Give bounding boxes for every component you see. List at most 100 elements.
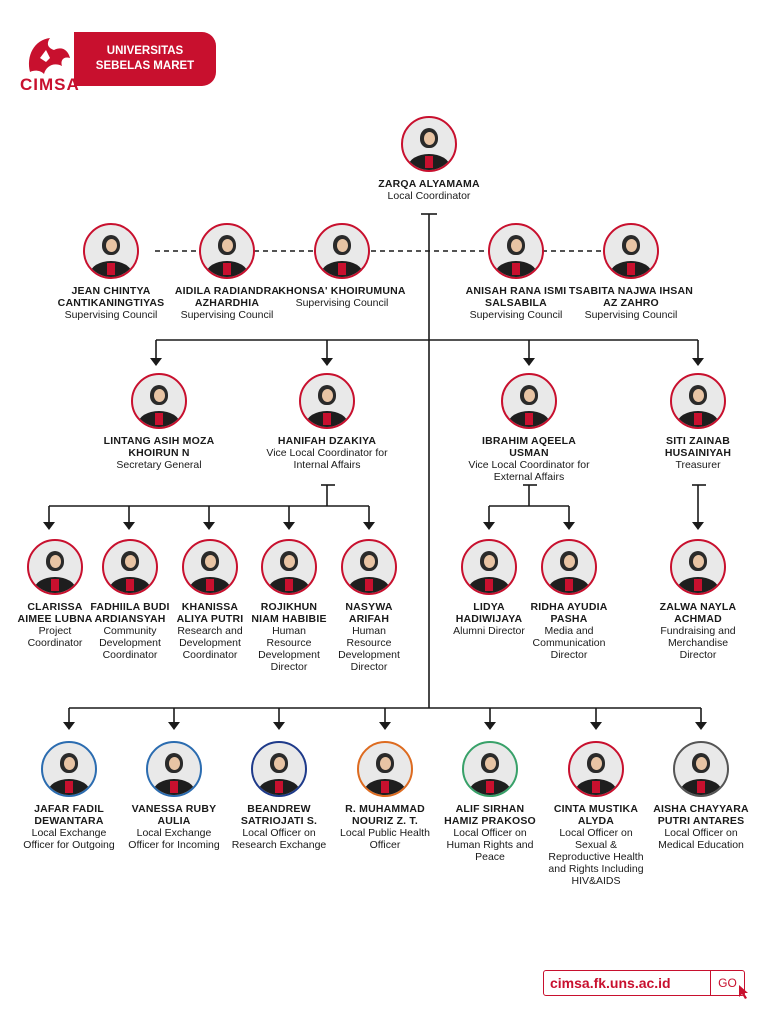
website-url[interactable]: cimsa.fk.uns.ac.id — [550, 975, 671, 991]
person-card: SITI ZAINAB HUSAINIYAH Treasurer — [633, 373, 763, 471]
person-name: HANIFAH DZAKIYA — [277, 435, 377, 447]
person-card: ALIF SIRHAN HAMIZ PRAKOSO Local Officer … — [440, 741, 540, 863]
cimsa-logo-text: CIMSA — [20, 75, 80, 94]
avatar — [673, 741, 729, 797]
person-role: Local Officer on Human Rights and Peace — [446, 827, 534, 863]
avatar — [27, 539, 83, 595]
person-role: Local Public Health Officer — [340, 827, 430, 851]
person-name: KHANISSA ALIYA PUTRI — [176, 601, 244, 625]
person-name: NASYWA ARIFAH — [345, 601, 393, 625]
avatar — [603, 223, 659, 279]
person-role: Supervising Council — [469, 309, 563, 321]
person-role: Vice Local Coordinator for Internal Affa… — [266, 447, 388, 471]
person-name: IBRAHIM AQEELA USMAN — [482, 435, 576, 459]
person-card: KHONSA' KHOIRUMUNA Supervising Council — [277, 223, 407, 309]
person-name: AIDILA RADIANDRA AZHARDHIA — [174, 285, 280, 309]
person-name: TSABITA NAJWA IHSAN AZ ZAHRO — [568, 285, 694, 309]
avatar — [357, 741, 413, 797]
person-role: Fundraising and Merchandise Director — [660, 625, 736, 661]
avatar — [41, 741, 97, 797]
avatar — [146, 741, 202, 797]
go-button[interactable]: GO — [710, 971, 744, 995]
person-card: ZARQA ALYAMAMA Local Coordinator — [364, 116, 494, 202]
avatar — [261, 539, 317, 595]
person-card: LINTANG ASIH MOZA KHOIRUN N Secretary Ge… — [94, 373, 224, 471]
avatar — [341, 539, 397, 595]
person-role: Local Exchange Officer for Incoming — [128, 827, 220, 851]
avatar — [462, 741, 518, 797]
person-role: Secretary General — [116, 459, 202, 471]
person-role: Local Officer on Research Exchange — [231, 827, 327, 851]
person-name: SITI ZAINAB HUSAINIYAH — [664, 435, 732, 459]
person-role: Supervising Council — [295, 297, 389, 309]
person-card: R. MUHAMMAD NOURIZ Z. T. Local Public He… — [335, 741, 435, 851]
person-role: Research and Development Coordinator — [177, 625, 243, 661]
person-role: Community Development Coordinator — [99, 625, 161, 661]
person-card: BEANDREW SATRIOJATI S. Local Officer on … — [229, 741, 329, 851]
cimsa-logo — [28, 38, 70, 74]
avatar — [131, 373, 187, 429]
person-card: AISHA CHAYYARA PUTRI ANTARES Local Offic… — [651, 741, 751, 851]
person-role: Local Coordinator — [387, 190, 471, 202]
person-card: LIDYA HADIWIJAYA Alumni Director — [449, 539, 529, 637]
person-name: FADHIILA BUDI ARDIANSYAH — [90, 601, 170, 625]
person-name: ROJIKHUN NIAM HABIBIE — [251, 601, 327, 625]
person-name: AISHA CHAYYARA PUTRI ANTARES — [653, 803, 749, 827]
banner-line-2: SEBELAS MARET — [95, 60, 195, 72]
person-card: CLARISSA AIMEE LUBNA Project Coordinator — [15, 539, 95, 649]
person-name: CINTA MUSTIKA ALYDA — [553, 803, 639, 827]
avatar — [299, 373, 355, 429]
person-card: ZALWA NAYLA ACHMAD Fundraising and Merch… — [653, 539, 743, 661]
person-role: Supervising Council — [64, 309, 158, 321]
avatar — [461, 539, 517, 595]
person-name: ALIF SIRHAN HAMIZ PRAKOSO — [444, 803, 536, 827]
person-role: Local Officer on Sexual & Reproductive H… — [548, 827, 644, 887]
avatar — [670, 539, 726, 595]
person-name: BEANDREW SATRIOJATI S. — [240, 803, 318, 827]
person-card: KHANISSA ALIYA PUTRI Research and Develo… — [170, 539, 250, 661]
person-card: IBRAHIM AQEELA USMAN Vice Local Coordina… — [464, 373, 594, 483]
avatar — [401, 116, 457, 172]
avatar — [670, 373, 726, 429]
avatar — [501, 373, 557, 429]
avatar — [541, 539, 597, 595]
person-card: RIDHA AYUDIA PASHA Media and Communicati… — [529, 539, 609, 661]
person-name: ZALWA NAYLA ACHMAD — [659, 601, 737, 625]
person-card: HANIFAH DZAKIYA Vice Local Coordinator f… — [262, 373, 392, 471]
person-role: Treasurer — [675, 459, 721, 471]
person-name: JAFAR FADIL DEWANTARA — [34, 803, 104, 827]
person-card: AIDILA RADIANDRA AZHARDHIA Supervising C… — [162, 223, 292, 321]
cursor-icon — [739, 985, 748, 999]
person-card: ROJIKHUN NIAM HABIBIE Human Resource Dev… — [249, 539, 329, 673]
person-name: VANESSA RUBY AULIA — [131, 803, 217, 827]
person-role: Project Coordinator — [27, 625, 83, 649]
person-name: RIDHA AYUDIA PASHA — [530, 601, 608, 625]
person-role: Supervising Council — [584, 309, 678, 321]
person-role: Local Officer on Medical Education — [658, 827, 744, 851]
person-role: Local Exchange Officer for Outgoing — [23, 827, 115, 851]
person-card: NASYWA ARIFAH Human Resource Development… — [329, 539, 409, 673]
avatar — [182, 539, 238, 595]
person-name: LINTANG ASIH MOZA KHOIRUN N — [103, 435, 215, 459]
person-card: VANESSA RUBY AULIA Local Exchange Office… — [124, 741, 224, 851]
university-banner: UNIVERSITAS SEBELAS MARET — [74, 32, 216, 86]
person-role: Vice Local Coordinator for External Affa… — [468, 459, 590, 483]
person-card: CINTA MUSTIKA ALYDA Local Officer on Sex… — [546, 741, 646, 887]
person-name: JEAN CHINTYA CANTIKANINGTIYAS — [57, 285, 165, 309]
person-card: ANISAH RANA ISMI SALSABILA Supervising C… — [451, 223, 581, 321]
avatar — [251, 741, 307, 797]
person-name: ANISAH RANA ISMI SALSABILA — [465, 285, 567, 309]
avatar — [568, 741, 624, 797]
banner-line-1: UNIVERSITAS — [106, 45, 184, 57]
avatar — [199, 223, 255, 279]
person-name: R. MUHAMMAD NOURIZ Z. T. — [345, 803, 425, 827]
person-name: KHONSA' KHOIRUMUNA — [278, 285, 406, 297]
person-name: ZARQA ALYAMAMA — [378, 178, 480, 190]
person-role: Human Resource Development Director — [338, 625, 400, 673]
avatar — [488, 223, 544, 279]
avatar — [314, 223, 370, 279]
person-name: LIDYA HADIWIJAYA — [455, 601, 523, 625]
website-box[interactable]: cimsa.fk.uns.ac.id GO — [543, 970, 745, 996]
person-name: CLARISSA AIMEE LUBNA — [17, 601, 93, 625]
person-card: TSABITA NAJWA IHSAN AZ ZAHRO Supervising… — [566, 223, 696, 321]
